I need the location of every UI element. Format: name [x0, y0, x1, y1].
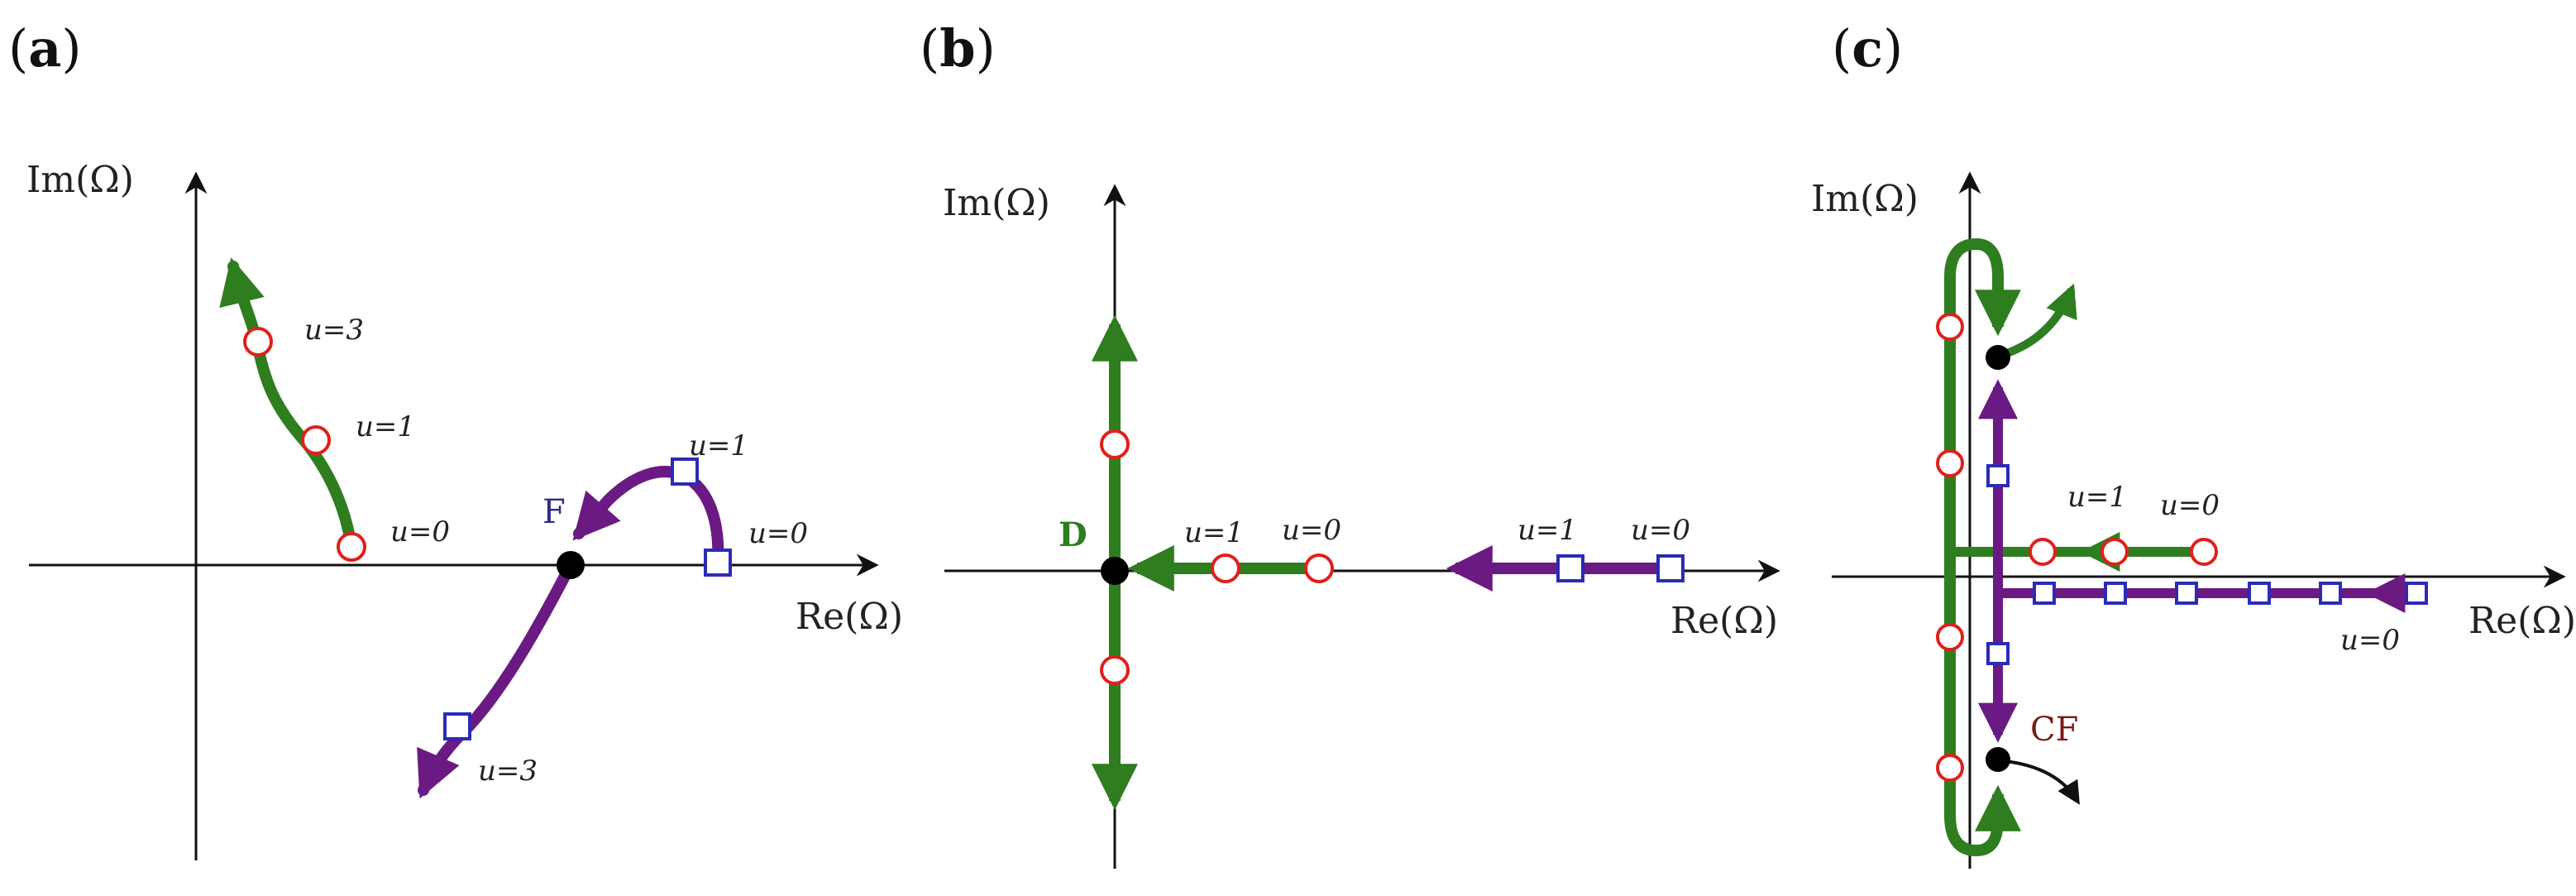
- panel-b-y-axis-title: Im(Ω): [943, 182, 1050, 224]
- panel-a-point-label: F: [542, 493, 566, 531]
- panel-a-square-marker: [443, 712, 471, 740]
- panel-c-circle-marker: [1936, 313, 1964, 341]
- panel-a-u-label: u=0: [748, 517, 808, 550]
- panel-c-fixed-point-lower: [1986, 747, 2010, 772]
- panel-b-u-label: u=0: [1282, 514, 1341, 547]
- panel-b-circle-marker: [1304, 553, 1334, 583]
- panel-c-point-label: CF: [2030, 711, 2078, 749]
- panel-b: (b) Im(Ω) Re(Ω) D u=1 u=0 u=1 u=0: [920, 18, 1780, 869]
- panel-b-circle-marker: [1100, 655, 1130, 685]
- panel-a: (a) Im(Ω) Re(Ω) F u=3 u=1 u=0 u=1 u=0 u=…: [8, 18, 903, 860]
- panel-c-circle-marker: [2100, 538, 2129, 566]
- panel-c-green-loop: [1944, 237, 2021, 337]
- panel-a-u-label: u=3: [478, 755, 538, 788]
- panel-b-u-label: u=1: [1184, 516, 1244, 549]
- panel-b-circle-marker: [1100, 429, 1130, 459]
- panel-c-square-marker: [2319, 582, 2342, 605]
- panel-b-point-label: D: [1059, 515, 1087, 554]
- panel-b-square-marker: [1556, 554, 1584, 582]
- panel-a-square-marker: [704, 549, 732, 577]
- panel-c-square-marker: [2033, 582, 2056, 605]
- panel-c-circle-marker: [1936, 449, 1964, 477]
- panel-a-green-branch: [219, 257, 357, 552]
- panel-c-green-escape: [1998, 283, 2077, 360]
- panel-b-circle-marker: [1211, 553, 1240, 583]
- panel-b-x-axis-title: Re(Ω): [1670, 600, 1778, 642]
- panel-c-label: (c): [1832, 18, 1903, 79]
- panel-c-x-axis-title: Re(Ω): [2468, 600, 2576, 642]
- panel-a-circle-marker: [301, 425, 331, 455]
- panel-b-square-marker: [1656, 554, 1685, 582]
- panel-a-circle-marker: [337, 532, 366, 562]
- panel-c-circle-marker: [1936, 623, 1964, 651]
- panel-a-y-axis-title: Im(Ω): [26, 159, 134, 201]
- panel-c-circle-marker: [2029, 538, 2057, 566]
- panel-a-u-label: u=0: [390, 515, 450, 549]
- panel-a-label: (a): [8, 18, 82, 79]
- panel-c-u-label: u=0: [2160, 489, 2220, 522]
- panel-a-u-label: u=1: [689, 429, 748, 462]
- panel-c-green-loop-bottom: [1944, 784, 2021, 857]
- panel-c-square-marker: [1986, 464, 2010, 487]
- panel-c-circle-marker: [1936, 754, 1964, 782]
- panel-c-square-marker: [2104, 582, 2127, 605]
- panel-c-square-marker: [2405, 582, 2428, 605]
- panel-a-circle-marker: [243, 327, 273, 357]
- panel-a-fixed-point: [557, 551, 585, 579]
- panel-c-circle-marker: [2190, 538, 2218, 566]
- panel-c-u-label: u=1: [2067, 481, 2127, 514]
- panel-c-square-marker: [1986, 642, 2010, 665]
- panel-c-fixed-point-upper: [1986, 345, 2010, 370]
- panel-c-y-axis-title: Im(Ω): [1811, 178, 1919, 220]
- panel-a-square-marker: [671, 458, 699, 486]
- panel-b-label: (b): [920, 18, 996, 79]
- panel-b-u-label: u=0: [1631, 514, 1690, 547]
- panel-c-black-escape: [2005, 759, 2080, 805]
- panel-c-u-label: u=0: [2340, 624, 2400, 657]
- panel-a-purple-branch-lower: [417, 559, 576, 799]
- panel-b-fixed-point: [1101, 557, 1129, 585]
- panel-c: (c) Im(Ω) Re(Ω): [1811, 18, 2576, 869]
- panel-c-square-marker: [2248, 582, 2271, 605]
- panel-a-x-axis-title: Re(Ω): [796, 596, 903, 638]
- panel-c-square-marker: [2175, 582, 2198, 605]
- panel-b-u-label: u=1: [1517, 514, 1577, 547]
- panel-a-u-label: u=3: [304, 314, 364, 347]
- panel-a-u-label: u=1: [356, 410, 415, 443]
